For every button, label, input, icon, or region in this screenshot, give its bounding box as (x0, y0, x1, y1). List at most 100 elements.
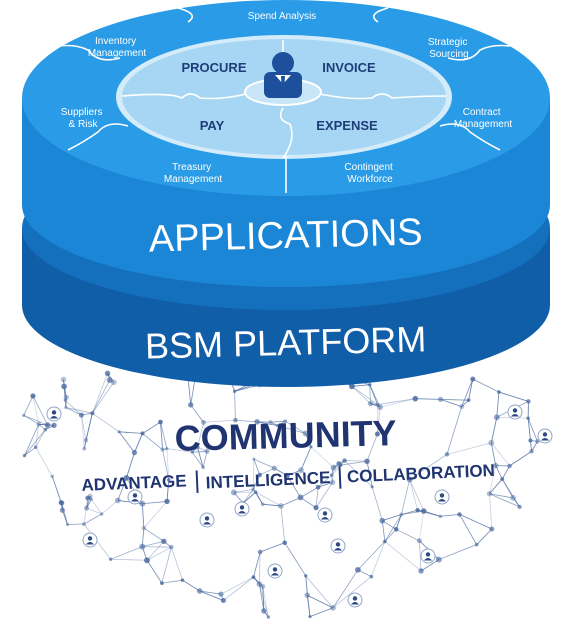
network-link (141, 503, 145, 529)
network-link (160, 421, 168, 449)
network-link (253, 551, 261, 578)
network-link (110, 558, 147, 561)
network-link (332, 576, 372, 609)
network-link (384, 529, 397, 542)
network-link (142, 540, 164, 548)
network-node (100, 512, 104, 516)
network-link (202, 451, 208, 468)
network-node (33, 445, 38, 450)
network-link (110, 546, 143, 560)
network-node (201, 465, 206, 470)
user-avatar-icon (46, 406, 62, 422)
network-link (440, 399, 462, 408)
network-node (330, 605, 336, 611)
network-node (233, 417, 238, 423)
network-link (307, 594, 334, 609)
network-node (251, 575, 256, 580)
network-link (234, 391, 236, 421)
network-node (283, 419, 288, 423)
network-link (253, 458, 261, 476)
network-node (500, 477, 505, 481)
network-node (201, 419, 207, 425)
network-link (472, 378, 500, 393)
network-link (65, 407, 82, 416)
outer-label-line: Management (454, 119, 513, 130)
network-link (197, 447, 204, 468)
network-node (298, 467, 304, 474)
user-avatar-icon (537, 428, 553, 444)
network-link (118, 431, 135, 453)
network-node (313, 505, 319, 511)
network-node (435, 556, 442, 563)
divider-line (279, 107, 293, 159)
network-link (142, 500, 168, 505)
network-node (438, 514, 443, 519)
network-link (235, 419, 258, 423)
network-link (35, 424, 40, 448)
network-link (92, 379, 111, 414)
network-link (142, 421, 161, 434)
network-node (486, 491, 493, 497)
network-link (161, 579, 183, 584)
network-node (87, 493, 93, 499)
network-node (158, 419, 163, 425)
network-link (160, 422, 163, 450)
outer-label-contract-management: Contract Management (454, 107, 513, 130)
network-node (393, 527, 399, 532)
network-link (199, 590, 222, 595)
network-node (85, 495, 91, 501)
network-node (254, 490, 258, 494)
user-avatar-icon (420, 548, 436, 564)
network-node (349, 383, 355, 390)
outer-label-line: Suppliers (61, 107, 103, 118)
network-link (23, 395, 34, 416)
pillar-intelligence: INTELLIGENCE (205, 468, 330, 492)
network-link (309, 607, 334, 618)
center-label-pay: PAY (200, 118, 225, 133)
network-link (418, 540, 422, 571)
network-link (257, 421, 278, 426)
network-node (196, 588, 203, 594)
network-link (161, 547, 172, 584)
network-link (24, 446, 36, 456)
network-node (278, 503, 284, 509)
network-link (253, 458, 275, 469)
network-link (253, 458, 275, 469)
network-link (440, 514, 460, 517)
network-link (377, 398, 416, 405)
network-node (377, 404, 383, 411)
network-node (59, 507, 65, 513)
network-link (340, 460, 368, 466)
network-link (242, 491, 257, 504)
pillar-advantage: ADVANTAGE (81, 471, 187, 495)
network-link (134, 433, 143, 453)
network-node (257, 472, 263, 478)
network-link (258, 584, 265, 611)
network-link (51, 476, 63, 504)
network-link (331, 464, 342, 476)
network-link (191, 451, 204, 468)
network-link (285, 420, 306, 434)
network-node (383, 539, 387, 544)
network-link (203, 422, 208, 452)
network-link (285, 420, 306, 434)
network-link (489, 493, 493, 530)
outer-label-inventory-management: Inventory Management (88, 36, 147, 59)
network-node (529, 449, 534, 454)
network-node (276, 423, 280, 428)
network-link (344, 460, 373, 488)
network-link (86, 507, 102, 515)
network-link (395, 528, 420, 542)
network-link (300, 486, 319, 498)
network-node (369, 574, 374, 579)
network-node (284, 472, 290, 479)
network-node (165, 447, 169, 451)
network-node (84, 505, 90, 511)
network-link (252, 474, 261, 490)
network-node (63, 398, 67, 402)
network-link (242, 489, 254, 504)
network-link (142, 433, 163, 450)
network-link (119, 431, 143, 434)
network-node (160, 581, 164, 585)
